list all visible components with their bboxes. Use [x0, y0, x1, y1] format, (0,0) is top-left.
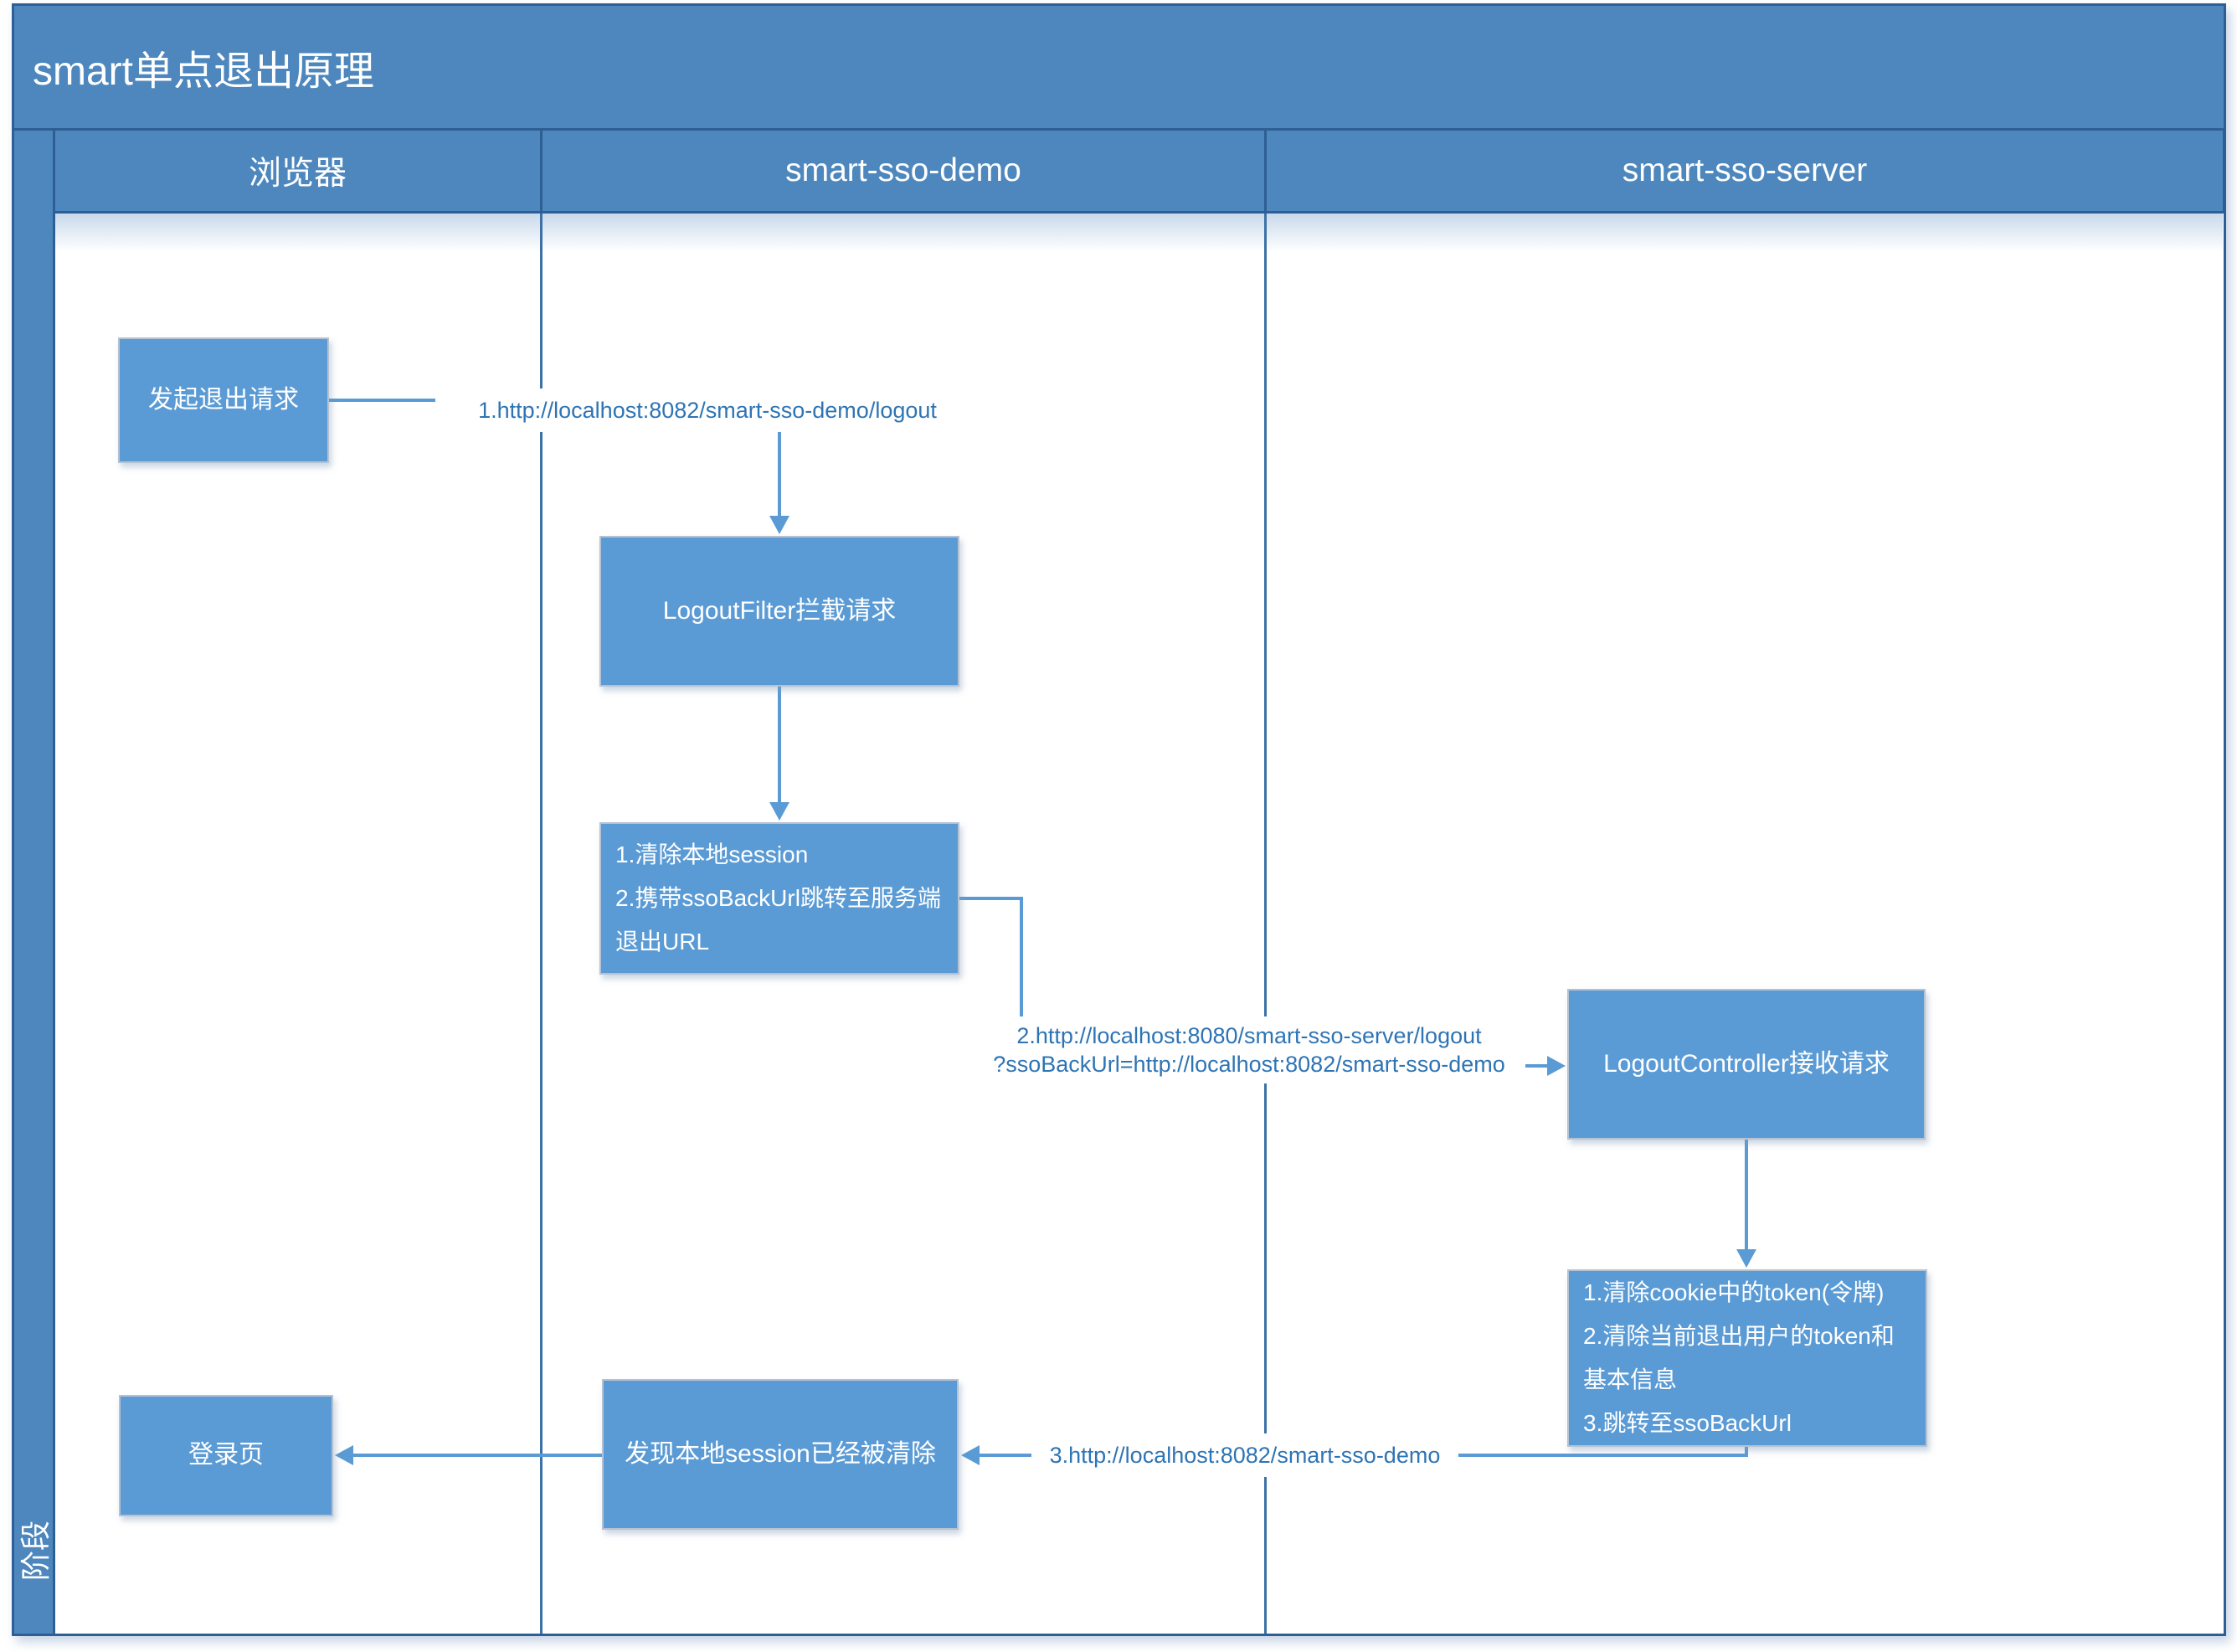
- lane-header-smart-sso-demo: smart-sso-demo: [540, 128, 1267, 214]
- edge-label-2: 2.http://localhost:8080/smart-sso-server…: [973, 1016, 1525, 1083]
- edge-clear-to-controller-vline: [1020, 897, 1023, 1026]
- edge-found-to-login-arrowhead: [335, 1445, 353, 1465]
- edge-label-3: 3.http://localhost:8082/smart-sso-demo: [1031, 1433, 1458, 1477]
- diagram-title: smart单点退出原理: [33, 49, 375, 94]
- lane-header-browser-label: 浏览器: [248, 156, 347, 192]
- lane-header-smart-sso-demo-label: smart-sso-demo: [785, 152, 1021, 188]
- node-clear-token: 1.清除cookie中的token(令牌) 2.清除当前退出用户的token和基…: [1567, 1269, 1927, 1447]
- stage-label-container: 阶段: [14, 1488, 53, 1613]
- lane-header-browser: 浏览器: [53, 128, 543, 214]
- edge-filter-to-clear-vline: [778, 687, 781, 805]
- node-logout-filter-label: LogoutFilter拦截请求: [662, 596, 897, 625]
- lane-divider-1: [540, 214, 543, 1634]
- edge-controller-to-cleartoken-vline: [1745, 1140, 1748, 1253]
- edge-initiate-to-filter-vline: [778, 399, 781, 517]
- node-initiate-logout: 发起退出请求: [118, 337, 329, 463]
- edge-found-to-login-hline: [348, 1454, 602, 1457]
- edge-cleartoken-to-found-vline: [1745, 1445, 1748, 1457]
- node-session-cleared: 发现本地session已经被清除: [602, 1379, 959, 1530]
- edge-initiate-to-filter-arrowhead: [769, 516, 789, 534]
- node-login-page-label: 登录页: [188, 1441, 264, 1469]
- node-clear-local-session: 1.清除本地session 2.携带ssoBackUrl跳转至服务端退出URL: [599, 822, 959, 975]
- edge-clear-to-controller-hline1: [959, 897, 1023, 900]
- lane-divider-2: [1264, 214, 1267, 1634]
- edge-label-1: 1.http://localhost:8082/smart-sso-demo/l…: [435, 389, 980, 432]
- edge-filter-to-clear-arrowhead: [769, 802, 789, 821]
- stage-strip: 阶段: [12, 128, 55, 1636]
- node-initiate-logout-label: 发起退出请求: [148, 385, 299, 414]
- node-clear-token-label: 1.清除cookie中的token(令牌) 2.清除当前退出用户的token和基…: [1583, 1279, 1895, 1436]
- node-login-page: 登录页: [119, 1395, 333, 1516]
- node-session-cleared-label: 发现本地session已经被清除: [625, 1439, 936, 1468]
- edge-controller-to-cleartoken-arrowhead: [1736, 1249, 1756, 1268]
- lane-header-smart-sso-server-label: smart-sso-server: [1622, 152, 1868, 188]
- node-clear-local-session-label: 1.清除本地session 2.携带ssoBackUrl跳转至服务端退出URL: [615, 841, 941, 955]
- edge-clear-to-controller-arrowhead: [1547, 1056, 1566, 1076]
- node-logout-controller: LogoutController接收请求: [1567, 989, 1926, 1140]
- lane-header-smart-sso-server: smart-sso-server: [1264, 128, 2225, 214]
- stage-label: 阶段: [18, 1520, 54, 1582]
- title-bar: smart单点退出原理: [12, 3, 2226, 131]
- node-logout-filter: LogoutFilter拦截请求: [599, 536, 959, 687]
- edge-cleartoken-to-found-arrowhead: [961, 1445, 980, 1465]
- header-gradient: [55, 214, 2223, 252]
- node-logout-controller-label: LogoutController接收请求: [1603, 1049, 1890, 1078]
